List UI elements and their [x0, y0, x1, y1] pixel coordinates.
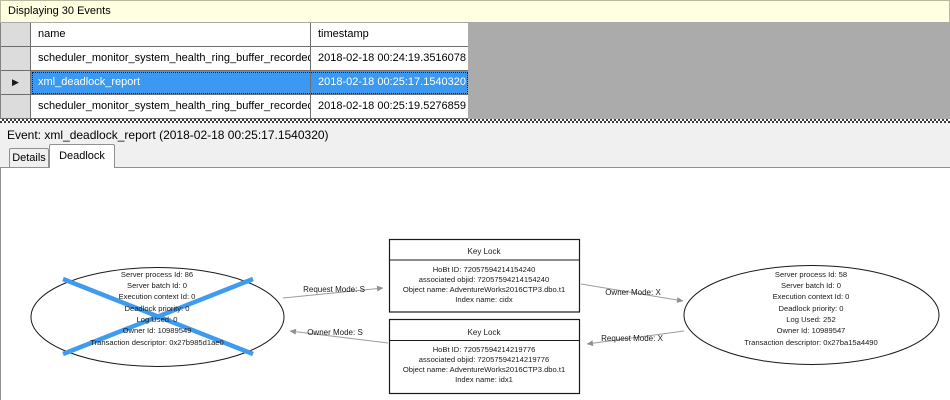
- resource-node-keylock-bottom: Key Lock HoBt ID: 72057594214219776 asso…: [388, 318, 581, 395]
- event-timestamp-cell[interactable]: 2018-02-18 00:25:17.1540320: [311, 71, 469, 95]
- selected-event-label: Event: xml_deadlock_report (2018-02-18 0…: [7, 128, 329, 142]
- row-selector-cell-current[interactable]: ▶: [1, 71, 31, 95]
- resource-attr: Object name: AdventureWorks2016CTP3.dbo.…: [403, 365, 565, 374]
- tab-details[interactable]: Details: [9, 148, 49, 167]
- column-header-timestamp[interactable]: timestamp: [311, 23, 469, 47]
- resource-box: [388, 238, 581, 313]
- process-attr: Transaction descriptor: 0x27ba15a4490: [744, 338, 878, 347]
- process-attr: Server batch Id: 0: [127, 281, 187, 290]
- events-grid: name timestamp scheduler_monitor_system_…: [0, 23, 469, 119]
- events-count-bar: Displaying 30 Events: [0, 0, 950, 23]
- edge-request-s-line: [282, 285, 384, 299]
- grid-empty-area: [468, 23, 950, 119]
- process-attr: Server process Id: 86: [121, 270, 193, 279]
- table-row-selected[interactable]: ▶ xml_deadlock_report 2018-02-18 00:25:1…: [1, 71, 469, 95]
- process-ellipse: [683, 265, 940, 365]
- event-name-cell[interactable]: xml_deadlock_report: [31, 71, 311, 95]
- resource-attr: HoBt ID: 72057594214219776: [433, 345, 536, 354]
- process-attr: Execution context Id: 0: [773, 292, 850, 301]
- event-timestamp-cell[interactable]: 2018-02-18 00:25:19.5276859: [311, 95, 469, 119]
- deadlock-graph: Server process Id: 86 Server batch Id: 0…: [30, 238, 940, 395]
- process-attr: Owner Id: 10989547: [777, 326, 846, 335]
- grid-corner-cell[interactable]: [1, 23, 31, 47]
- event-name-cell[interactable]: scheduler_monitor_system_health_ring_buf…: [31, 47, 311, 71]
- process-attr: Deadlock priority: 0: [779, 304, 844, 313]
- pane-splitter-handle[interactable]: [0, 119, 950, 123]
- current-row-arrow-icon: ▶: [12, 77, 19, 87]
- edge-request-x-line: [586, 330, 685, 347]
- column-header-name[interactable]: name: [31, 23, 311, 47]
- process-node-survivor: Server process Id: 58 Server batch Id: 0…: [683, 265, 940, 365]
- resource-title: Key Lock: [468, 247, 502, 256]
- edge-label-request-x: Request Mode: X: [601, 334, 663, 343]
- edge-lines: [282, 283, 685, 347]
- edge-label-owner-x: Owner Mode: X: [605, 288, 661, 297]
- process-attr: Execution context Id: 0: [119, 292, 196, 301]
- resource-box: [388, 318, 581, 395]
- resource-attr: Index name: idx1: [455, 375, 513, 384]
- process-attr: Log Used: 252: [786, 315, 835, 324]
- table-row[interactable]: scheduler_monitor_system_health_ring_buf…: [1, 47, 469, 71]
- process-attr: Server process Id: 58: [775, 270, 847, 279]
- resource-attr: associated objid: 72057594214154240: [419, 275, 549, 284]
- edge-label-request-s: Request Mode: S: [303, 285, 365, 294]
- resource-attr: associated objid: 72057594214219776: [419, 355, 549, 364]
- edge-labels: Request Mode: S Owner Mode: S Owner Mode…: [303, 285, 663, 343]
- process-attr: Deadlock priority: 0: [125, 304, 190, 313]
- event-timestamp-cell[interactable]: 2018-02-18 00:24:19.3516078: [311, 47, 469, 71]
- resource-title: Key Lock: [468, 328, 502, 337]
- process-attr: Owner Id: 10989549: [123, 326, 192, 335]
- tab-deadlock[interactable]: Deadlock: [49, 144, 115, 168]
- event-detail-pane: Event: xml_deadlock_report (2018-02-18 0…: [0, 123, 950, 400]
- edge-owner-s-line: [289, 328, 389, 344]
- process-attr: Server batch Id: 0: [781, 281, 841, 290]
- row-selector-cell[interactable]: [1, 95, 31, 119]
- victim-cross-icon: [62, 276, 254, 357]
- resource-node-keylock-top: Key Lock HoBt ID: 72057594214154240 asso…: [388, 238, 581, 313]
- deadlock-graph-pane: Server process Id: 86 Server batch Id: 0…: [0, 167, 950, 400]
- process-attr: Log Used: 0: [137, 315, 178, 324]
- resource-attr: HoBt ID: 72057594214154240: [433, 265, 536, 274]
- process-attr: Transaction descriptor: 0x27b985d1ae0: [90, 338, 224, 347]
- grid-header-row: name timestamp: [1, 23, 469, 47]
- edge-label-owner-s: Owner Mode: S: [307, 328, 363, 337]
- event-name-cell[interactable]: scheduler_monitor_system_health_ring_buf…: [31, 95, 311, 119]
- edge-owner-x-line: [580, 283, 684, 303]
- events-count-text: Displaying 30 Events: [8, 5, 111, 17]
- row-selector-cell[interactable]: [1, 47, 31, 71]
- table-row[interactable]: scheduler_monitor_system_health_ring_buf…: [1, 95, 469, 119]
- resource-attr: Index name: cidx: [455, 295, 513, 304]
- process-node-victim: Server process Id: 86 Server batch Id: 0…: [30, 267, 285, 367]
- resource-attr: Object name: AdventureWorks2016CTP3.dbo.…: [403, 285, 565, 294]
